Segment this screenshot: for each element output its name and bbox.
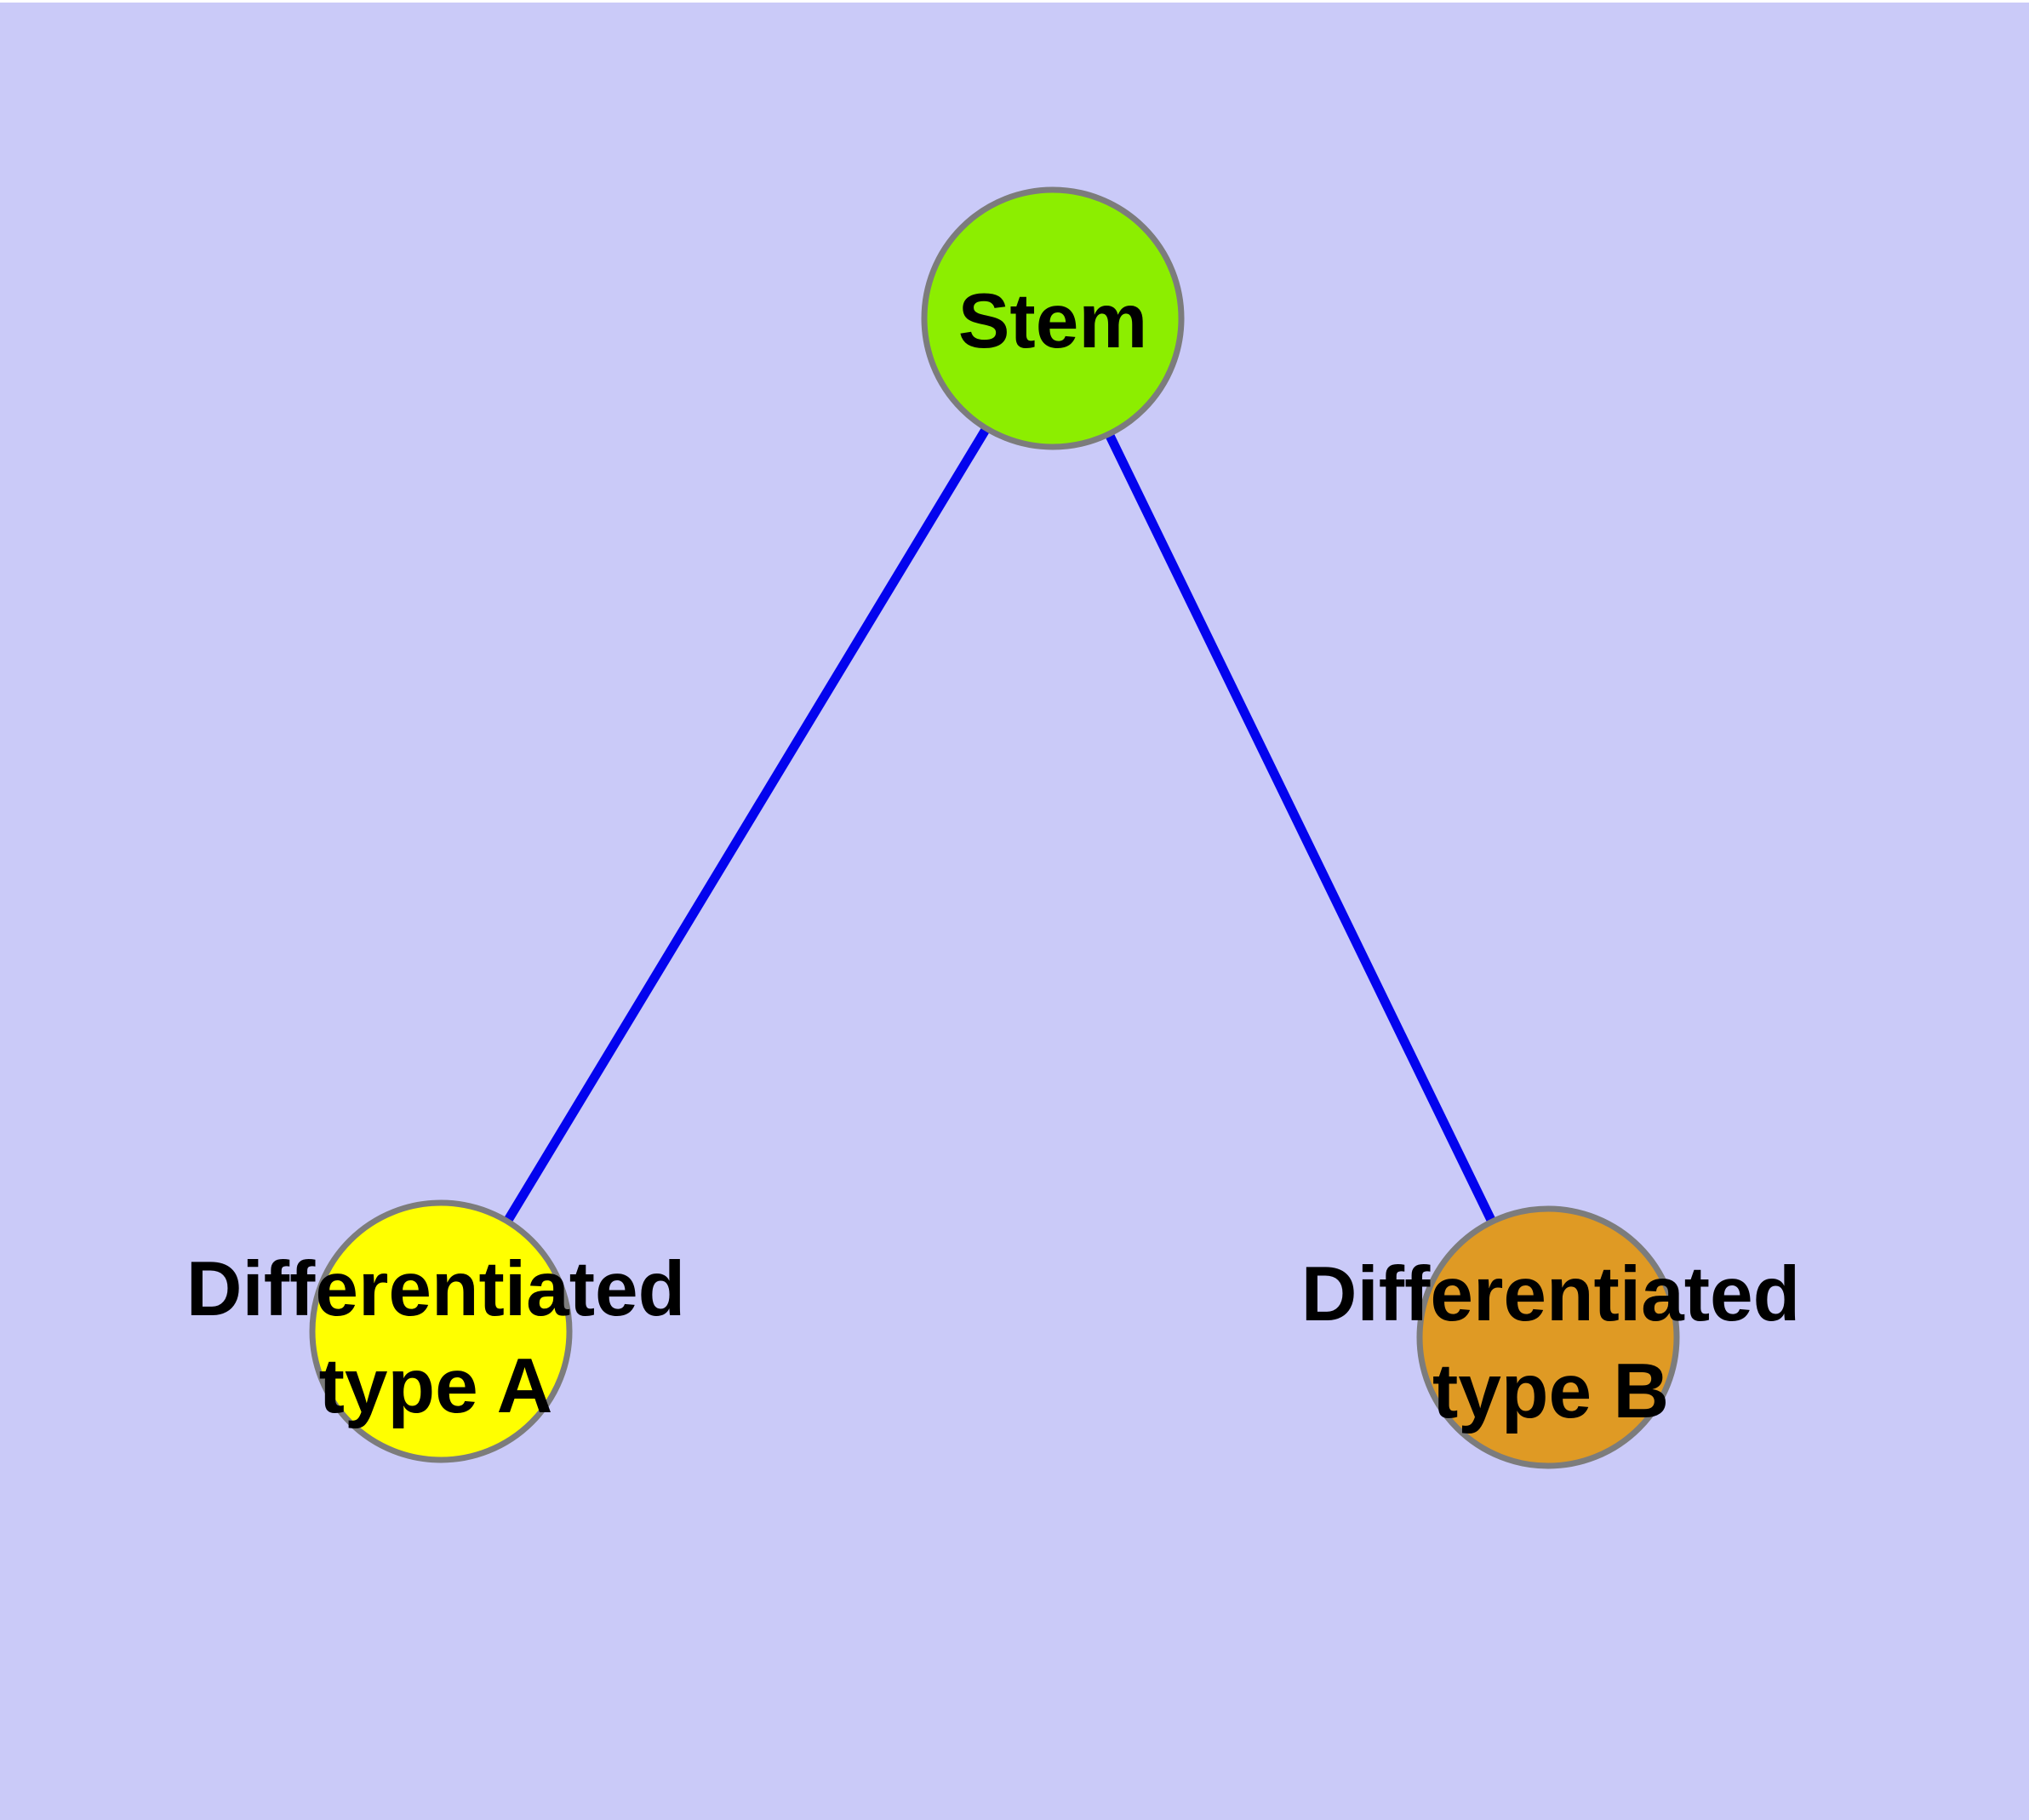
- node-type-b-label-line2: type B: [1432, 1348, 1670, 1434]
- edge-stem-to-type-b: [1049, 316, 1552, 1340]
- edge-stem-to-type-a: [437, 316, 1057, 1334]
- node-type-a-label-line1: Differentiated: [186, 1246, 686, 1332]
- node-type-b-label-line1: Differentiated: [1300, 1251, 1801, 1337]
- node-type-b-label: Differentiated type B: [1301, 1246, 1801, 1440]
- node-type-a-label-line2: type A: [318, 1343, 553, 1429]
- node-differentiated-type-b: [1416, 1205, 1680, 1469]
- node-stem: [921, 186, 1185, 450]
- node-stem-label: Stem: [958, 273, 1148, 370]
- node-differentiated-type-a: [309, 1199, 573, 1463]
- node-type-a-label: Differentiated type A: [186, 1241, 686, 1435]
- node-stem-label-text: Stem: [957, 278, 1148, 364]
- top-white-margin: [0, 0, 2029, 3]
